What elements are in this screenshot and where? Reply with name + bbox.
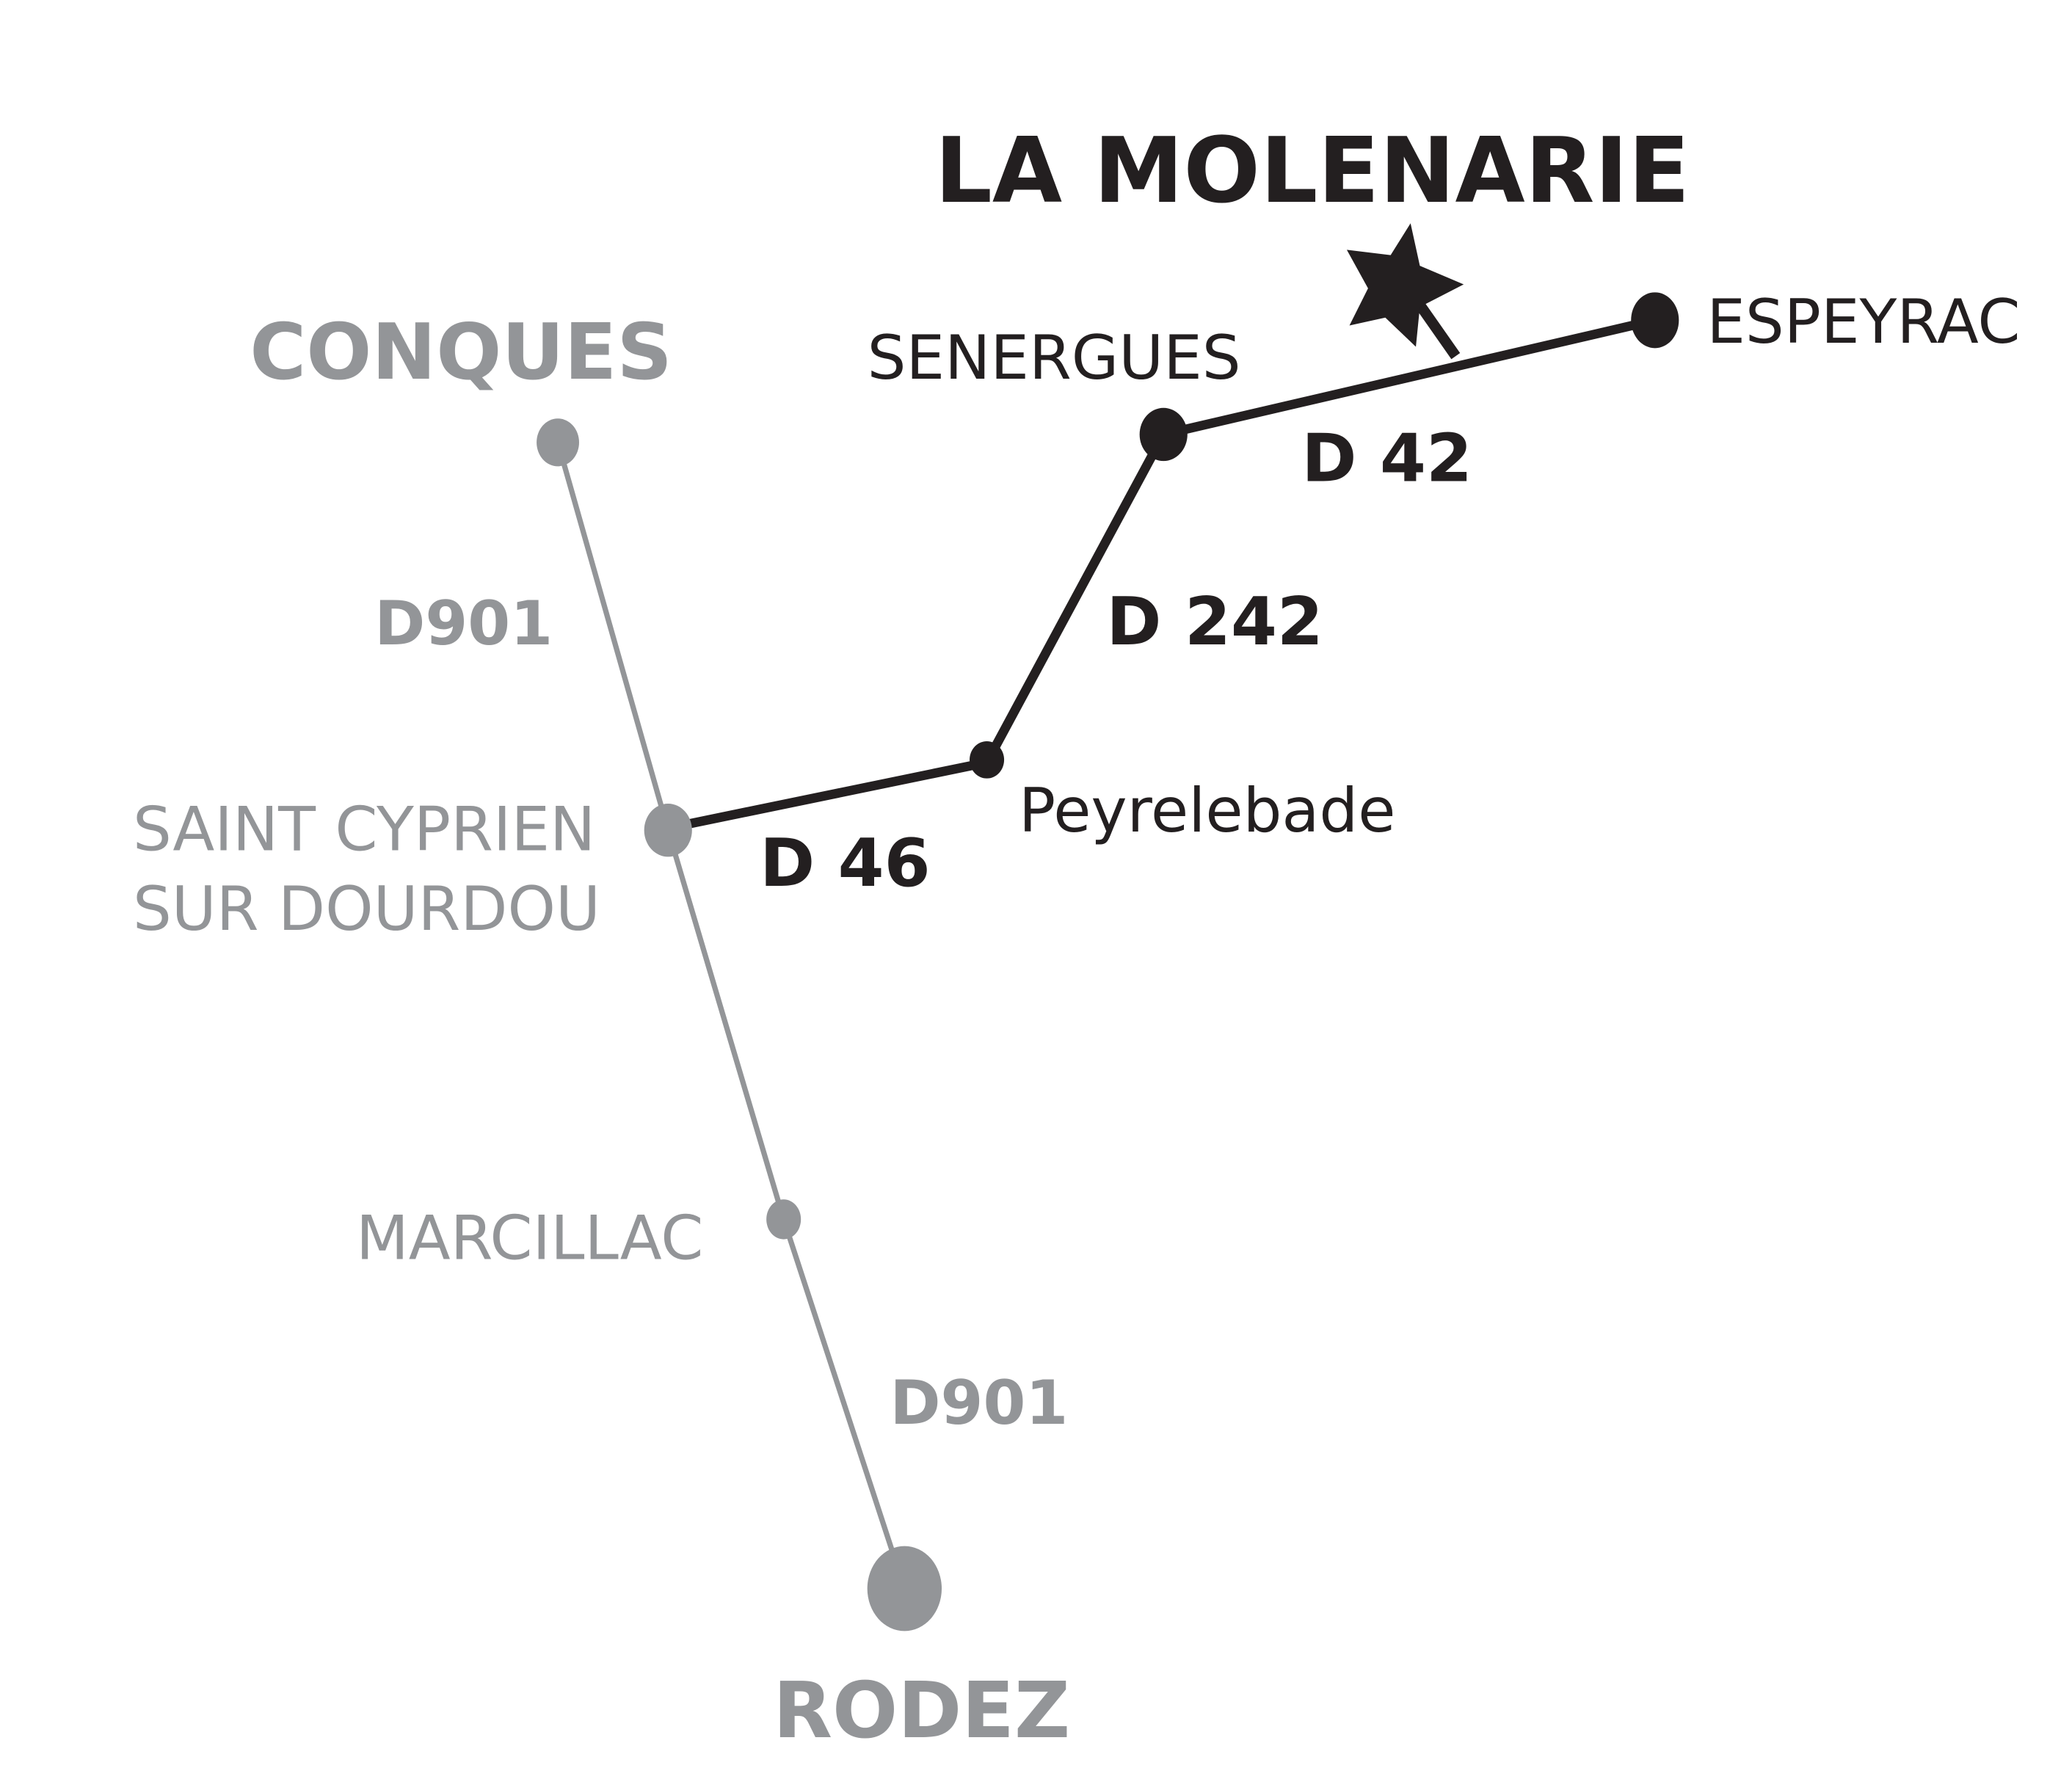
label-rodez: RODEZ	[773, 1666, 1070, 1756]
saint-cyprien-dot	[644, 804, 692, 857]
road-d46-d242-d42	[676, 316, 1657, 831]
label-saint-cyprien-1: SAINT CYPRIEN	[133, 793, 595, 865]
label-marcillac: MARCILLAC	[356, 1203, 703, 1274]
marcillac-dot	[766, 1199, 801, 1240]
label-saint-cyprien-2: SUR DOURDOU	[133, 873, 600, 945]
label-d42: D 42	[1301, 420, 1472, 497]
star-icon	[1346, 223, 1464, 347]
label-d46: D 46	[760, 825, 931, 902]
label-senergues: SENERGUES	[868, 322, 1241, 393]
label-espeyrac: ESPEYRAC	[1706, 286, 2020, 357]
label-d901-north: D901	[374, 588, 553, 659]
label-d901-south: D901	[890, 1367, 1068, 1438]
label-peyrelebade: Peyrelebade	[1019, 775, 1396, 846]
road-d901	[555, 441, 907, 1590]
conques-dot	[537, 418, 579, 467]
espeyrac-dot	[1631, 292, 1679, 349]
rodez-dot	[867, 1546, 942, 1631]
senergues-dot	[1139, 407, 1188, 462]
label-conques: CONQUES	[250, 308, 672, 397]
peyrelebade-dot	[970, 741, 1005, 779]
map-title: LA MOLENARIE	[935, 119, 1690, 224]
star-pointer	[1414, 299, 1461, 360]
label-d242: D 242	[1106, 583, 1323, 661]
